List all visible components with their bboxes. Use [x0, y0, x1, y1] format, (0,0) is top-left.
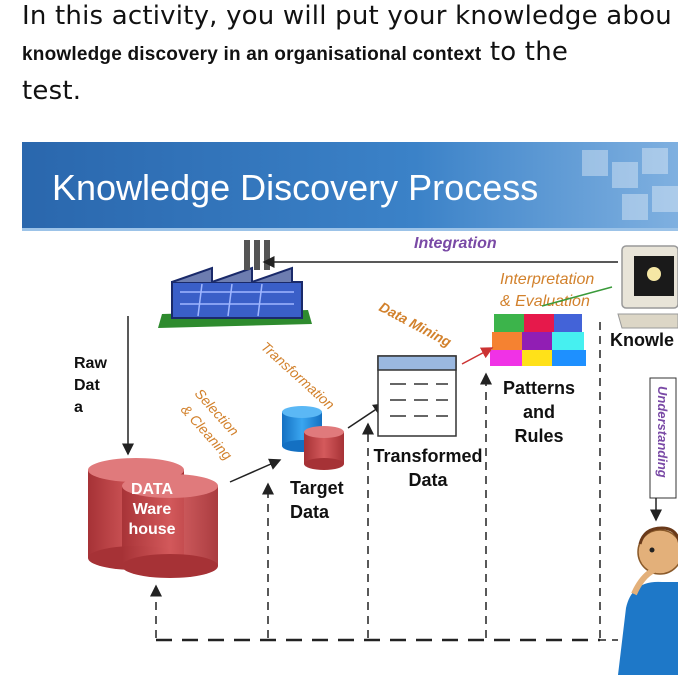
label-data-mining: Data Mining — [377, 299, 455, 351]
person-icon — [618, 526, 678, 675]
intro-line-2-end: to the — [481, 37, 569, 67]
computer-icon — [617, 245, 678, 329]
title-bar-tiles — [582, 148, 678, 220]
label-a: a — [74, 399, 83, 416]
kdd-diagram: Knowledge Discovery Process Integration … — [22, 142, 678, 675]
intro-paragraph: In this activity, you will put your know… — [22, 0, 682, 109]
label-dw-data: DATA — [131, 481, 174, 498]
label-understanding: Understanding — [655, 386, 670, 478]
puzzle-icon — [490, 314, 586, 366]
target-data-cylinders — [282, 406, 344, 470]
title-bar — [22, 142, 678, 230]
label-transformed-data: Data — [408, 470, 448, 490]
kdd-process-image: Knowledge Discovery Process Integration … — [22, 142, 678, 675]
label-transformation: Transformation — [258, 338, 338, 412]
label-and: and — [523, 402, 555, 422]
factory-icon — [158, 240, 312, 328]
label-evaluation: & Evaluation — [500, 293, 590, 310]
label-patterns: Patterns — [503, 378, 575, 398]
table-icon — [377, 355, 457, 437]
label-target: Target — [290, 478, 344, 498]
intro-bold-topic: knowledge discovery in an organisational… — [22, 44, 482, 65]
label-knowledge: Knowle — [610, 330, 674, 350]
label-raw: Raw — [74, 355, 107, 372]
data-warehouse-cylinders — [88, 458, 218, 578]
diagram-title: Knowledge Discovery Process — [52, 167, 538, 208]
intro-line-3: test. — [22, 76, 82, 106]
label-transformed: Transformed — [373, 446, 482, 466]
label-interpretation: Interpretation — [500, 271, 594, 288]
label-dw-ware: Ware — [133, 501, 172, 518]
label-target-data: Data — [290, 502, 330, 522]
feedback-paths — [150, 322, 624, 642]
label-integration: Integration — [414, 235, 497, 252]
intro-line-1: In this activity, you will put your know… — [22, 1, 672, 31]
label-rules: Rules — [514, 426, 563, 446]
label-dw-house: house — [128, 521, 175, 538]
label-dat: Dat — [74, 377, 100, 394]
